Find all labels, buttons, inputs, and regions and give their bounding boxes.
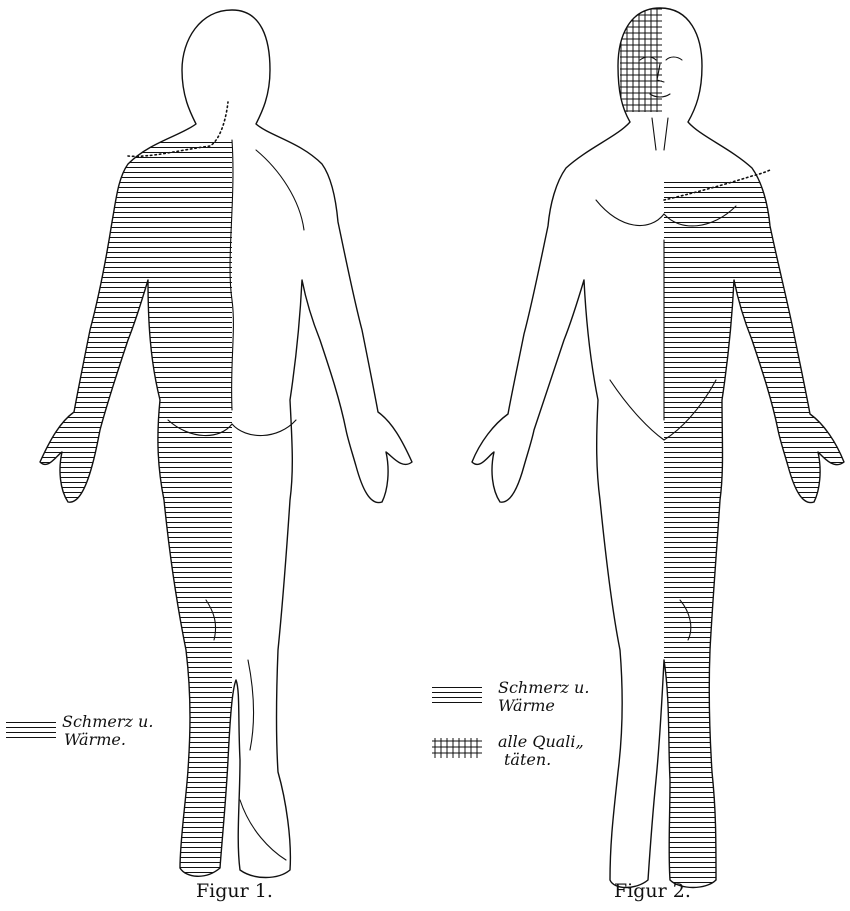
figure1-legend-text: Schmerz u. Wärme. <box>62 713 153 749</box>
figure1-legend-hatch-swatch <box>6 718 56 738</box>
figure2-legend-hatch-line-1: Schmerz u. <box>498 679 589 697</box>
figure1-pain-heat-zone <box>30 140 232 900</box>
figure2-pain-heat-zone <box>664 178 850 898</box>
figure2-legend-grid-text: alle Quali„ täten. <box>498 733 584 769</box>
figure1-back-view <box>30 10 412 900</box>
figure2-legend-grid-swatch <box>432 738 482 758</box>
figure1-legend-line-1: Schmerz u. <box>62 713 153 731</box>
figure2-neck-line <box>652 118 668 150</box>
figure2-legend-hatch-line-2: Wärme <box>498 697 589 715</box>
figure2-legend-grid-line-2: täten. <box>498 751 584 769</box>
figure1-sole-line <box>240 800 286 860</box>
figure1-shoulder-line <box>256 150 304 230</box>
figure1-legend-line-2: Wärme. <box>62 731 153 749</box>
figure2-legend-grid-line-1: alle Quali„ <box>498 733 584 751</box>
figure1-calf-line <box>248 660 254 750</box>
figure1-caption: Figur 1. <box>196 880 273 902</box>
figure2-legend-hatch-swatch <box>432 684 482 704</box>
figure2-legend-hatch-text: Schmerz u. Wärme <box>498 679 589 715</box>
figure2-caption: Figur 2. <box>614 880 691 902</box>
figure2-eye-right <box>666 57 682 60</box>
